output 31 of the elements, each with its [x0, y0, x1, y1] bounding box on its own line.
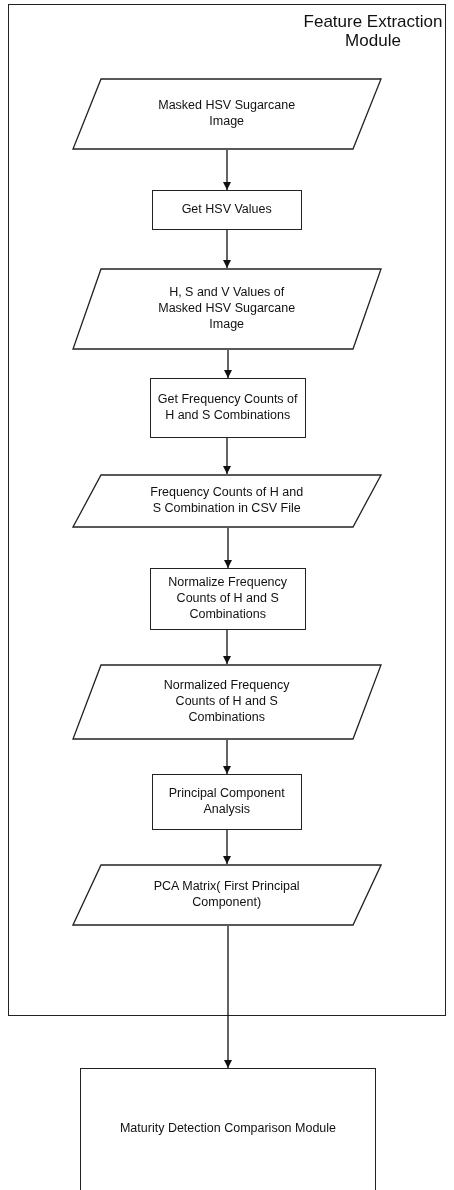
arrow — [223, 629, 231, 665]
arrow — [223, 149, 231, 191]
arrow — [223, 829, 231, 865]
node-label: Principal Component Analysis — [167, 786, 286, 818]
module-frame — [8, 4, 446, 1016]
data-parallelogram — [71, 473, 382, 528]
arrow — [224, 527, 232, 569]
node-label: PCA Matrix( First Principal Component) — [152, 879, 301, 911]
node-label: H, S and V Values of Masked HSV Sugarcane Image — [157, 285, 297, 333]
node-label: Get HSV Values — [181, 201, 272, 218]
node-label: Get Frequency Counts of H and S Combinations — [156, 392, 299, 424]
node-label: Masked HSV Sugarcane Image — [157, 98, 297, 130]
node-label: Frequency Counts of H and S Combination in CSV File — [149, 485, 304, 517]
arrow — [223, 739, 231, 775]
data-parallelogram — [71, 663, 382, 740]
process-box — [149, 567, 306, 630]
node-label: Normalize Frequency Counts of H and S Combinations — [167, 575, 289, 623]
node-label: Maturity Detection Comparison Module — [119, 1121, 337, 1137]
arrow — [223, 229, 231, 269]
data-parallelogram — [71, 863, 382, 926]
data-parallelogram — [71, 267, 382, 350]
node-label: Normalized Frequency Counts of H and S Combinations — [162, 678, 291, 726]
arrow — [223, 437, 231, 475]
process-box — [151, 189, 302, 230]
process-box — [80, 1068, 376, 1190]
module-title: Feature Extraction Module — [303, 13, 443, 51]
arrow — [224, 349, 232, 379]
arrow — [224, 925, 232, 1069]
process-box — [151, 773, 302, 830]
process-box — [149, 377, 306, 438]
data-parallelogram — [71, 77, 382, 150]
